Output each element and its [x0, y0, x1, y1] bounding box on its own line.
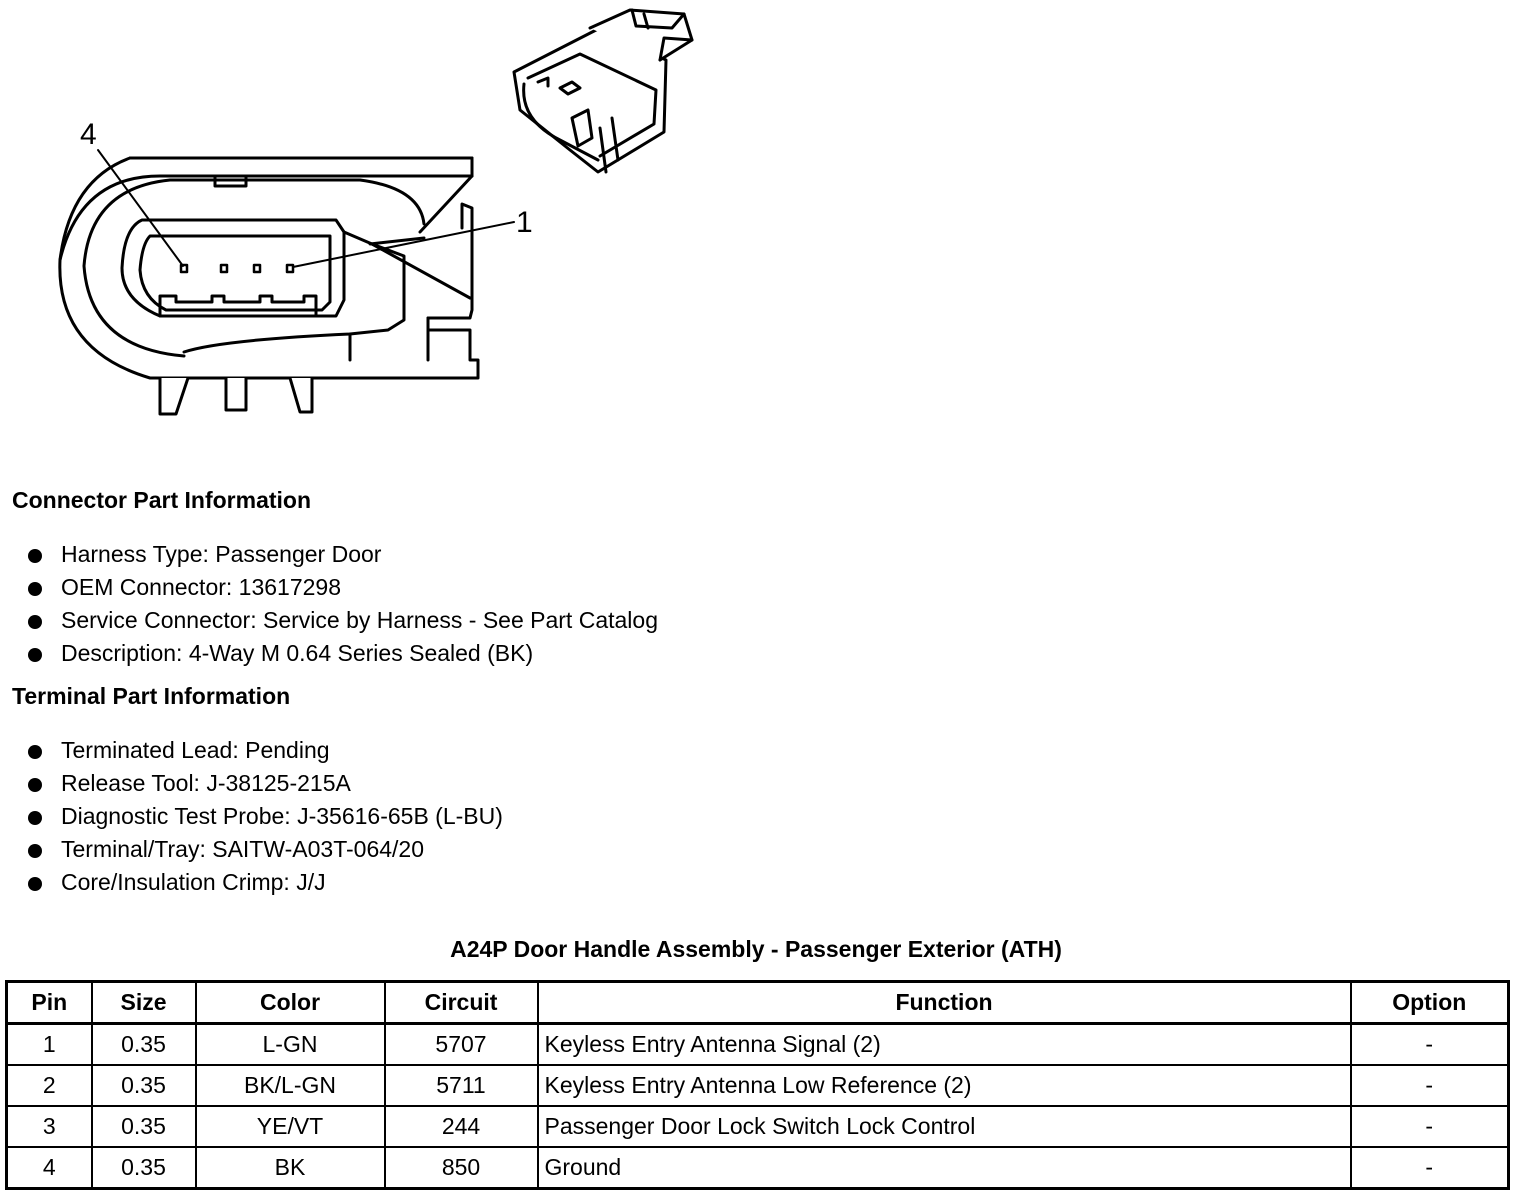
bullet-icon: [28, 648, 42, 662]
pin-4-callout: 4: [80, 118, 97, 151]
connector-info-list: Harness Type: Passenger Door OEM Connect…: [28, 538, 658, 670]
table-row: 2 0.35 BK/L-GN 5711 Keyless Entry Antenn…: [5, 1064, 1510, 1107]
terminal-info-title: Terminal Part Information: [12, 683, 291, 709]
list-item: Release Tool: J-38125-215A: [28, 767, 503, 800]
cell-pin: 4: [5, 1146, 93, 1190]
cell-option: -: [1349, 1022, 1510, 1066]
cell-circuit: 850: [383, 1146, 539, 1190]
bullet-icon: [28, 811, 42, 825]
header-color: Color: [194, 980, 386, 1025]
pin-2-cavity: [252, 263, 262, 274]
bullet-icon: [28, 615, 42, 629]
connector-info-title: Connector Part Information: [12, 487, 312, 513]
header-pin: Pin: [5, 980, 93, 1025]
bullet-icon: [28, 844, 42, 858]
pin-1-cavity: [285, 263, 295, 274]
pin-1-callout: 1: [516, 206, 533, 239]
cell-color: BK/L-GN: [194, 1064, 386, 1107]
bullet-icon: [28, 877, 42, 891]
list-item: Service Connector: Service by Harness - …: [28, 604, 658, 637]
cell-circuit: 244: [383, 1105, 539, 1148]
cell-function: Keyless Entry Antenna Signal (2): [536, 1022, 1352, 1066]
cell-pin: 2: [5, 1064, 93, 1107]
header-function: Function: [536, 980, 1352, 1025]
terminal-info-list: Terminated Lead: Pending Release Tool: J…: [28, 734, 503, 899]
bullet-icon: [28, 745, 42, 759]
cell-color: L-GN: [194, 1022, 386, 1066]
list-item: Core/Insulation Crimp: J/J: [28, 866, 503, 899]
bullet-icon: [28, 582, 42, 596]
connector-face-view: [58, 149, 515, 416]
cell-option: -: [1349, 1105, 1510, 1148]
list-item: Description: 4-Way M 0.64 Series Sealed …: [28, 637, 658, 670]
table-row: 4 0.35 BK 850 Ground -: [5, 1146, 1510, 1190]
cell-pin: 1: [5, 1022, 93, 1066]
cell-circuit: 5707: [383, 1022, 539, 1066]
cell-size: 0.35: [90, 1146, 197, 1190]
list-item: Terminated Lead: Pending: [28, 734, 503, 767]
cell-pin: 3: [5, 1105, 93, 1148]
header-option: Option: [1349, 980, 1510, 1025]
cell-function: Passenger Door Lock Switch Lock Control: [536, 1105, 1352, 1148]
cell-color: YE/VT: [194, 1105, 386, 1148]
bullet-icon: [28, 549, 42, 563]
connector-diagram: 4 1: [58, 8, 694, 416]
cell-size: 0.35: [90, 1064, 197, 1107]
pin-4-cavity: [179, 263, 189, 274]
header-size: Size: [90, 980, 197, 1025]
pin-3-cavity: [219, 263, 229, 274]
cell-option: -: [1349, 1064, 1510, 1107]
cell-size: 0.35: [90, 1105, 197, 1148]
cell-circuit: 5711: [383, 1064, 539, 1107]
list-item: Terminal/Tray: SAITW-A03T-064/20: [28, 833, 503, 866]
list-item: Harness Type: Passenger Door: [28, 538, 658, 571]
cell-function: Ground: [536, 1146, 1352, 1190]
cell-function: Keyless Entry Antenna Low Reference (2): [536, 1064, 1352, 1107]
pinout-table: Pin Size Color Circuit Function Option 1…: [5, 980, 1510, 1190]
bullet-icon: [28, 778, 42, 792]
table-row: 3 0.35 YE/VT 244 Passenger Door Lock Swi…: [5, 1105, 1510, 1148]
cell-color: BK: [194, 1146, 386, 1190]
cell-size: 0.35: [90, 1022, 197, 1066]
table-row: 1 0.35 L-GN 5707 Keyless Entry Antenna S…: [5, 1022, 1510, 1066]
list-item: Diagnostic Test Probe: J-35616-65B (L-BU…: [28, 800, 503, 833]
table-caption: A24P Door Handle Assembly - Passenger Ex…: [450, 936, 1062, 962]
header-circuit: Circuit: [383, 980, 539, 1025]
connector-3d-view: [512, 8, 694, 174]
list-item: OEM Connector: 13617298: [28, 571, 658, 604]
table-header-row: Pin Size Color Circuit Function Option: [5, 980, 1510, 1025]
cell-option: -: [1349, 1146, 1510, 1190]
